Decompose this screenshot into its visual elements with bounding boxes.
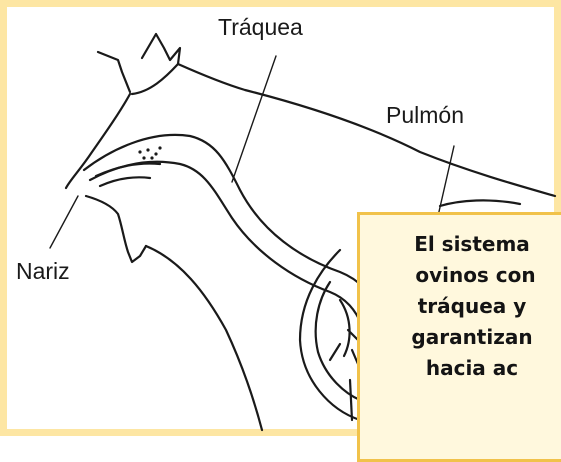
ear-right-outline [142,34,180,64]
lung-dome [440,200,520,206]
head-back-outline [132,64,555,196]
throat-outline [146,246,262,430]
callout-text: El sistema ovinos con tráquea y garantiz… [370,229,561,384]
nose-leader-line [50,196,78,248]
jaw-outline [86,196,146,262]
nasal-inner-2 [100,177,150,186]
leg-line [350,380,352,420]
trachea-leader-line [232,56,276,182]
label-lung: Pulmón [386,102,464,129]
ear-left-outline [98,52,130,92]
label-trachea: Tráquea [218,14,303,41]
nasal-passage-upper [84,135,376,310]
nasal-inner-1 [96,164,160,177]
lung-inner [316,282,360,400]
snout-outline [66,94,130,188]
callout-box: El sistema ovinos con tráquea y garantiz… [357,212,561,462]
label-nose: Nariz [16,258,70,285]
